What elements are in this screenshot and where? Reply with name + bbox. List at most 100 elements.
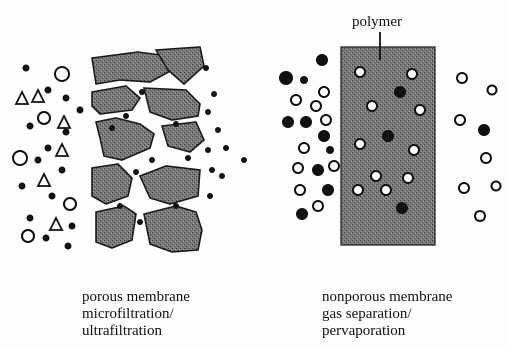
small-molecule bbox=[45, 87, 51, 93]
solid-molecule bbox=[317, 55, 327, 65]
small-molecule bbox=[19, 183, 25, 189]
membrane-grain bbox=[162, 122, 204, 152]
open-molecule bbox=[329, 161, 339, 171]
triangle-molecule bbox=[16, 92, 28, 104]
solid-molecule bbox=[283, 117, 293, 127]
large-molecule bbox=[55, 67, 69, 81]
porous-membrane bbox=[92, 47, 204, 252]
small-molecule bbox=[45, 145, 51, 151]
small-molecule bbox=[63, 129, 69, 135]
porous-permeate-molecules bbox=[203, 65, 247, 199]
open-molecule bbox=[407, 69, 417, 79]
open-molecule bbox=[367, 101, 377, 111]
open-molecule bbox=[295, 185, 305, 195]
small-molecule bbox=[133, 169, 139, 175]
open-molecule bbox=[475, 211, 485, 221]
small-molecule bbox=[149, 157, 155, 163]
small-molecule bbox=[63, 95, 69, 101]
porous-caption-line: porous membrane bbox=[82, 289, 190, 306]
small-molecule bbox=[139, 89, 145, 95]
open-molecule bbox=[459, 183, 469, 193]
membrane-grain bbox=[92, 86, 140, 114]
solid-molecule bbox=[280, 72, 292, 84]
open-molecule bbox=[403, 173, 413, 183]
small-molecule bbox=[137, 219, 143, 225]
porous-caption-line: ultrafiltration bbox=[82, 323, 190, 340]
open-molecule bbox=[291, 95, 301, 105]
small-molecule bbox=[215, 127, 221, 133]
open-molecule bbox=[415, 105, 425, 115]
small-molecule bbox=[207, 193, 213, 199]
open-molecule bbox=[311, 101, 321, 111]
solid-molecule bbox=[313, 165, 323, 175]
open-molecule bbox=[409, 145, 419, 155]
porous-caption: porous membrane microfiltration/ ultrafi… bbox=[82, 289, 190, 340]
solid-molecule bbox=[383, 131, 393, 141]
large-molecule bbox=[22, 230, 34, 242]
small-molecule bbox=[27, 215, 33, 221]
open-molecule bbox=[293, 163, 303, 173]
small-molecule bbox=[65, 243, 71, 249]
porous-caption-line: microfiltration/ bbox=[82, 306, 190, 323]
small-molecule bbox=[241, 157, 247, 163]
small-molecule bbox=[77, 107, 83, 113]
triangle-molecule bbox=[58, 116, 70, 128]
porous-feed-molecules bbox=[13, 65, 83, 249]
solid-molecule bbox=[301, 117, 311, 127]
open-molecule bbox=[492, 182, 501, 191]
open-molecule bbox=[353, 185, 363, 195]
small-molecule bbox=[43, 235, 49, 241]
open-molecule bbox=[299, 143, 309, 153]
solid-molecule bbox=[319, 131, 329, 141]
open-molecule bbox=[488, 86, 497, 95]
small-molecule bbox=[223, 145, 229, 151]
triangle-molecule bbox=[50, 218, 62, 230]
triangle-molecule bbox=[32, 90, 44, 102]
open-molecule bbox=[313, 201, 323, 211]
small-molecule bbox=[219, 173, 225, 179]
open-molecule bbox=[355, 67, 365, 77]
open-molecule bbox=[319, 87, 329, 97]
solid-molecule bbox=[479, 125, 489, 135]
small-molecule bbox=[205, 147, 211, 153]
open-molecule bbox=[321, 115, 331, 125]
small-molecule bbox=[69, 223, 75, 229]
solid-molecule bbox=[397, 203, 407, 213]
large-molecule bbox=[13, 151, 27, 165]
membrane-grain bbox=[140, 166, 200, 204]
polymer-label: polymer bbox=[352, 14, 402, 30]
open-molecule bbox=[481, 153, 491, 163]
small-molecule bbox=[123, 113, 129, 119]
solid-molecule bbox=[323, 185, 333, 195]
small-molecule bbox=[185, 155, 191, 161]
membrane-grain bbox=[144, 88, 200, 120]
nonporous-feed-molecules bbox=[280, 55, 339, 219]
solid-molecule bbox=[301, 77, 307, 83]
triangle-molecule bbox=[38, 174, 50, 186]
membrane-grain bbox=[144, 206, 202, 252]
open-molecule bbox=[371, 171, 381, 181]
small-molecule bbox=[203, 65, 209, 71]
nonporous-caption-line: pervaporation bbox=[322, 323, 452, 340]
small-molecule bbox=[173, 121, 179, 127]
open-molecule bbox=[455, 115, 465, 125]
nonporous-caption: nonporous membrane gas separation/ perva… bbox=[322, 289, 452, 340]
small-molecule bbox=[23, 65, 29, 71]
solid-molecule bbox=[297, 209, 307, 219]
open-molecule bbox=[381, 185, 391, 195]
nonporous-caption-line: nonporous membrane bbox=[322, 289, 452, 306]
small-molecule bbox=[209, 167, 215, 173]
large-molecule bbox=[64, 198, 76, 210]
small-molecule bbox=[35, 157, 41, 163]
membrane-grain bbox=[96, 206, 136, 248]
open-molecule bbox=[355, 139, 365, 149]
small-molecule bbox=[49, 193, 55, 199]
large-molecule bbox=[38, 112, 50, 124]
small-molecule bbox=[205, 109, 211, 115]
triangle-molecule bbox=[56, 144, 68, 156]
nonporous-caption-line: gas separation/ bbox=[322, 306, 452, 323]
membrane-grain bbox=[96, 118, 154, 160]
small-molecule bbox=[59, 167, 65, 173]
solid-molecule bbox=[327, 147, 333, 153]
membrane-grain bbox=[92, 164, 132, 204]
